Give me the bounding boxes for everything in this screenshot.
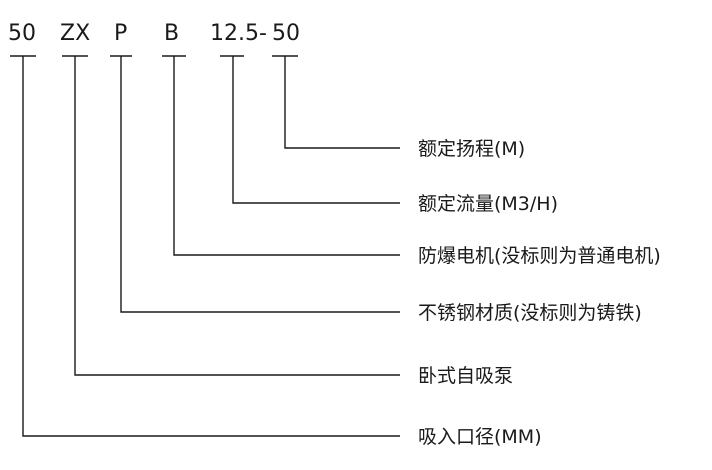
connector-explosion-proof: [173, 56, 400, 256]
code-flow: 12.5: [210, 21, 259, 46]
code-material: P: [114, 21, 127, 46]
connector-type: [74, 56, 400, 376]
code-diameter: 50: [8, 21, 36, 46]
connector-flow: [232, 56, 400, 204]
connector-material: [120, 56, 400, 313]
code-separator: -: [259, 21, 267, 46]
desc-explosion-proof-motor: 防爆电机(没标则为普通电机): [418, 245, 661, 267]
code-type: ZX: [60, 21, 90, 46]
desc-rated-head: 额定扬程(M): [418, 138, 525, 160]
connector-head: [284, 56, 400, 149]
code-explosion-proof: B: [164, 21, 179, 46]
connector-diameter: [22, 56, 400, 437]
desc-inlet-diameter: 吸入口径(MM): [418, 426, 542, 448]
desc-stainless-material: 不锈钢材质(没标则为铸铁): [418, 302, 642, 324]
desc-rated-flow: 额定流量(M3/H): [418, 193, 558, 215]
code-head: 50: [272, 21, 300, 46]
desc-horizontal-self-priming: 卧式自吸泵: [418, 365, 513, 387]
